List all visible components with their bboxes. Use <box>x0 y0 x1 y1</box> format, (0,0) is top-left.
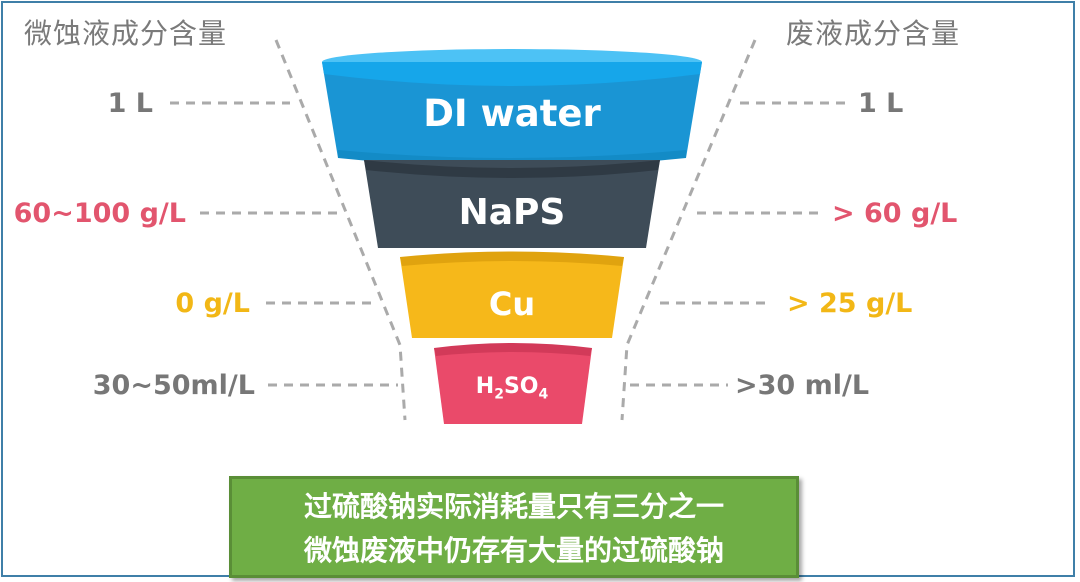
right-value-cu: > 25 g/L <box>787 288 913 319</box>
left-column-title: 微蚀液成分含量 <box>24 17 228 50</box>
right-value-naps: > 60 g/L <box>832 198 958 229</box>
right-value-h2so4: >30 ml/L <box>735 370 870 401</box>
layer-label-naps: NaPS <box>458 192 566 233</box>
left-value-h2so4: 30~50ml/L <box>92 370 255 401</box>
layer-label-di-water: DI water <box>423 92 601 135</box>
right-value-di-water: 1 L <box>858 88 904 119</box>
funnel-layer-di-water <box>322 49 702 167</box>
layer-label-cu: Cu <box>488 285 536 323</box>
banner-line-1: 过硫酸钠实际消耗量只有三分之一 <box>303 490 724 523</box>
left-value-di-water: 1 L <box>107 88 153 119</box>
right-column-title: 废液成分含量 <box>786 17 961 50</box>
funnel-layer-h2so4 <box>434 343 592 424</box>
left-value-naps: 60~100 g/L <box>13 198 186 229</box>
funnel-layer-naps <box>364 160 660 248</box>
banner-line-2: 微蚀废液中仍存有大量的过硫酸钠 <box>303 534 724 567</box>
left-value-cu: 0 g/L <box>175 288 250 319</box>
layer-label-h2so4: H2SO4 <box>475 374 549 403</box>
conclusion-banner: 过硫酸钠实际消耗量只有三分之一 微蚀废液中仍存有大量的过硫酸钠 <box>229 476 799 578</box>
funnel-layer-cu <box>400 251 624 338</box>
